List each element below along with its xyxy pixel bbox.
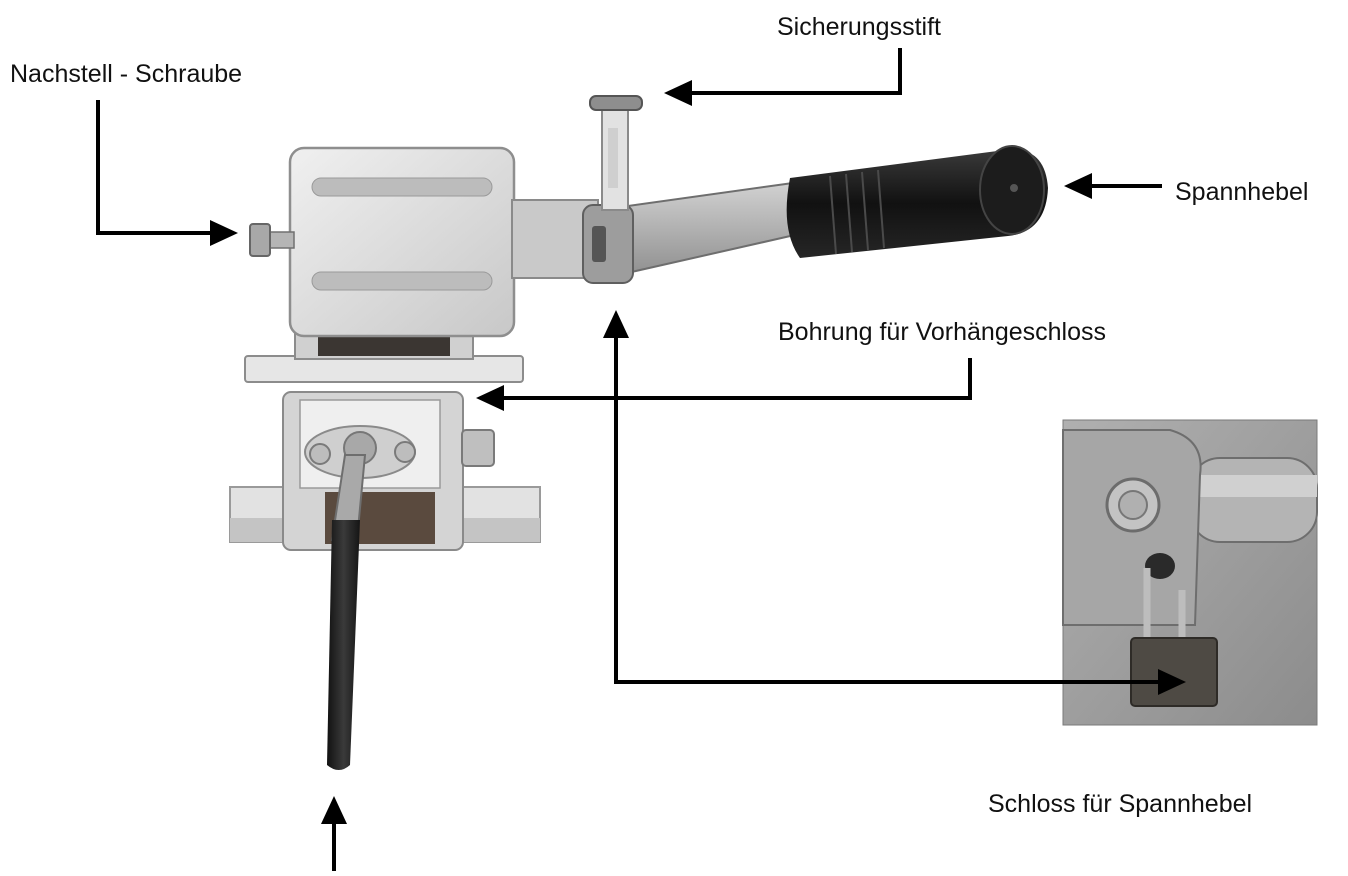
arrow-head-icon xyxy=(603,310,629,338)
side-nut xyxy=(461,429,495,467)
leader-adjust-screw xyxy=(96,100,214,235)
inset-padlock-body xyxy=(1130,637,1218,707)
leader-padlock-hole xyxy=(500,358,972,400)
flange-bolt-left xyxy=(309,443,331,465)
housing-rib-top xyxy=(311,177,493,197)
flange-bolt-right xyxy=(394,441,416,463)
inset-padlock-shackle xyxy=(1143,568,1186,640)
safety-pin-cap xyxy=(589,95,643,111)
adjust-screw-head xyxy=(249,223,271,257)
clamp-mechanism xyxy=(229,95,1048,770)
lever-knuckle xyxy=(582,204,634,284)
adjust-screw-shaft xyxy=(267,231,295,249)
arrow-head-icon xyxy=(1064,173,1092,199)
leader-lines xyxy=(96,48,1162,873)
leader-lever-lock xyxy=(614,336,1162,684)
label-tension-lever: Spannhebel xyxy=(1175,178,1309,206)
label-safety-pin: Sicherungsstift xyxy=(777,13,941,41)
vertical-handle-grip xyxy=(327,520,360,770)
label-padlock-hole: Bohrung für Vorhängeschloss xyxy=(778,318,1106,346)
arrow-head-icon xyxy=(664,80,692,106)
arrow-head-icon xyxy=(210,220,238,246)
padlock-inset-photo xyxy=(1062,419,1318,726)
arrow-head-icon xyxy=(476,385,504,411)
label-lever-lock: Schloss für Spannhebel xyxy=(988,790,1253,818)
arrow-heads xyxy=(210,80,1186,824)
label-adjust-screw: Nachstell - Schraube xyxy=(10,60,243,88)
arrow-head-icon xyxy=(321,796,347,824)
inset-lever-rod xyxy=(1189,457,1318,543)
housing-rib-bottom xyxy=(311,271,493,291)
inset-lock-hole xyxy=(1145,553,1175,579)
leader-safety-pin xyxy=(688,48,902,95)
arrow-head-icon xyxy=(1158,669,1186,695)
housing-box xyxy=(288,146,516,338)
